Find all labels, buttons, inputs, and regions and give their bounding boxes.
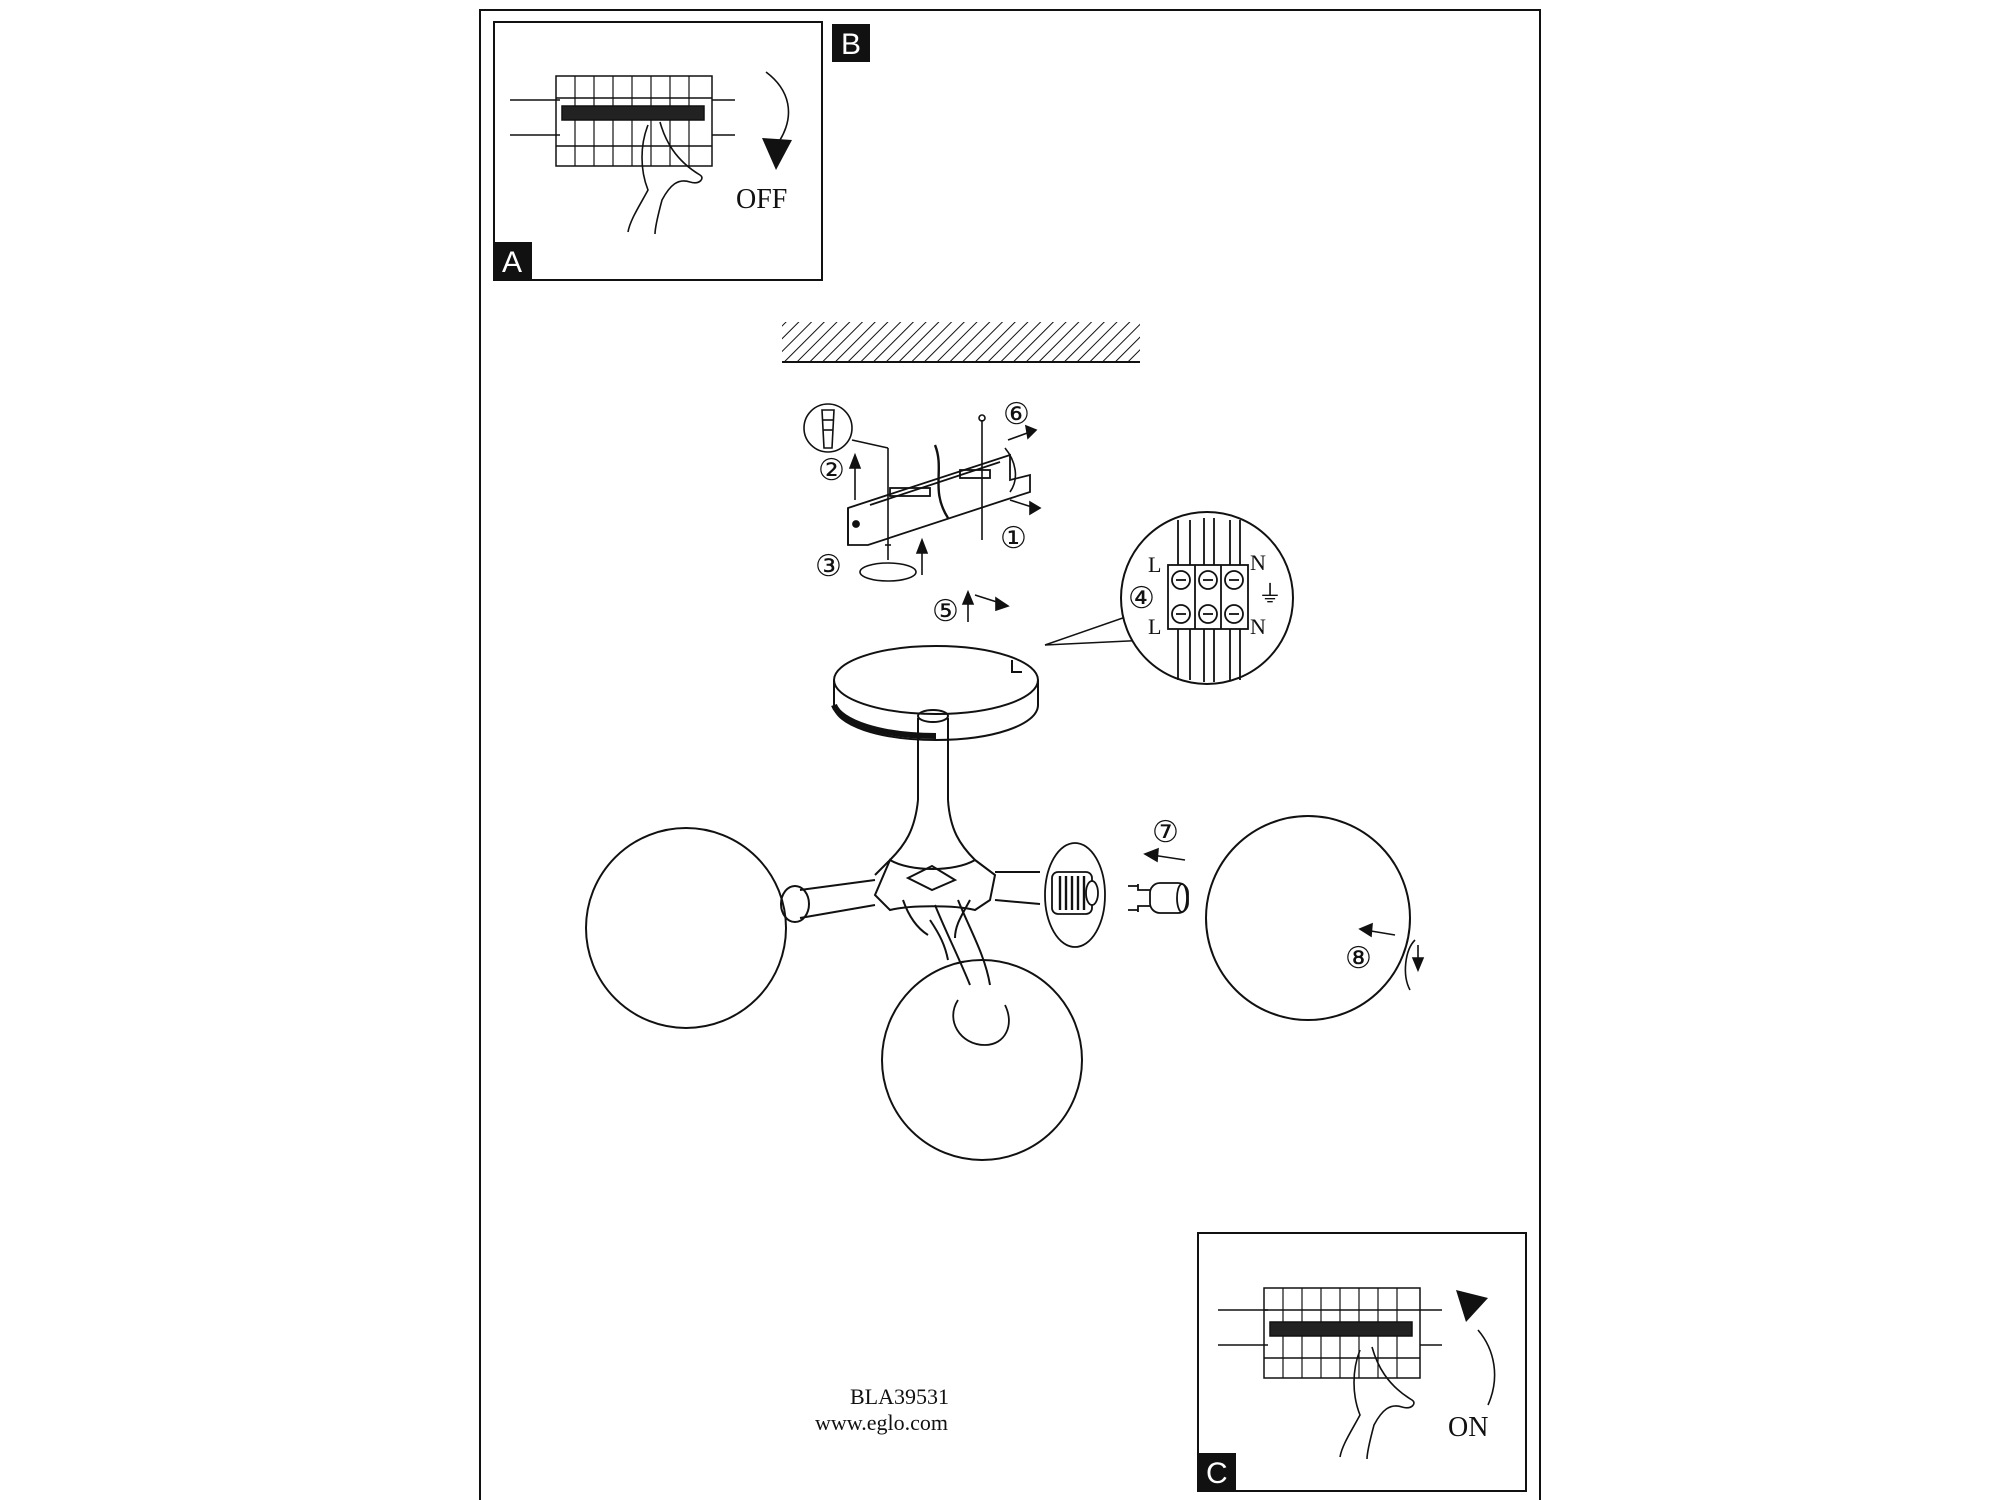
step-7-arrow [1143,847,1186,863]
off-label: OFF [736,184,787,215]
step-1: ① [1000,522,1027,555]
tag-a [494,242,532,280]
terminal-l-top: L [1148,552,1161,577]
terminal-l-bottom: L [1148,614,1161,639]
lamp-hub [780,799,1041,986]
globe-right [1205,815,1411,1021]
breaker-box-icon [510,75,735,167]
rotate-arrow-icon [1477,1329,1496,1406]
hand-icon [627,121,703,235]
g9-bulb-icon [1128,882,1189,914]
ceiling-hatch [782,322,1140,362]
breaker-box-icon [1218,1287,1442,1379]
tag-b-label: B [841,28,861,61]
step-8: ⑧ [1345,942,1372,975]
tag-c [1198,1453,1236,1491]
screw-icons [848,414,986,582]
mounting-bracket [847,444,1031,546]
step-3: ③ [815,550,842,583]
hand-icon [1339,1346,1415,1460]
model-number: BLA39531 [850,1384,949,1409]
tag-a-label: A [502,246,522,279]
wall-plug-icon [803,403,889,453]
terminal-n-bottom: N [1250,614,1266,639]
on-label: ON [1448,1412,1488,1443]
step-2: ② [818,454,845,487]
panel-switch-off: OFF B A [493,21,870,281]
globe-bottom [881,959,1083,1161]
page-frame [479,9,1541,1500]
brand-url: www.eglo.com [815,1410,948,1435]
step-6: ⑥ [1003,398,1030,431]
lamp-stem [917,709,949,800]
terminal-block-detail: L L N N ⏚ ④ [1044,511,1294,685]
ground-icon: ⏚ [1258,582,1282,608]
step-4: ④ [1128,582,1155,615]
step-7: ⑦ [1152,816,1179,849]
step-5-arrows [961,589,1010,622]
lamp-canopy [831,645,1039,742]
end-screw-icon [1004,424,1042,516]
tag-b [832,24,870,62]
rotate-arrow-icon [765,71,790,141]
lamp-socket-detail [1044,842,1106,948]
panel-switch-on: ON C [1197,1232,1527,1492]
terminal-n-top: N [1250,550,1266,575]
globe-left [585,827,787,1029]
step-5: ⑤ [932,595,959,628]
step-8-arrows [1358,922,1425,991]
tag-c-label: C [1206,1457,1228,1490]
